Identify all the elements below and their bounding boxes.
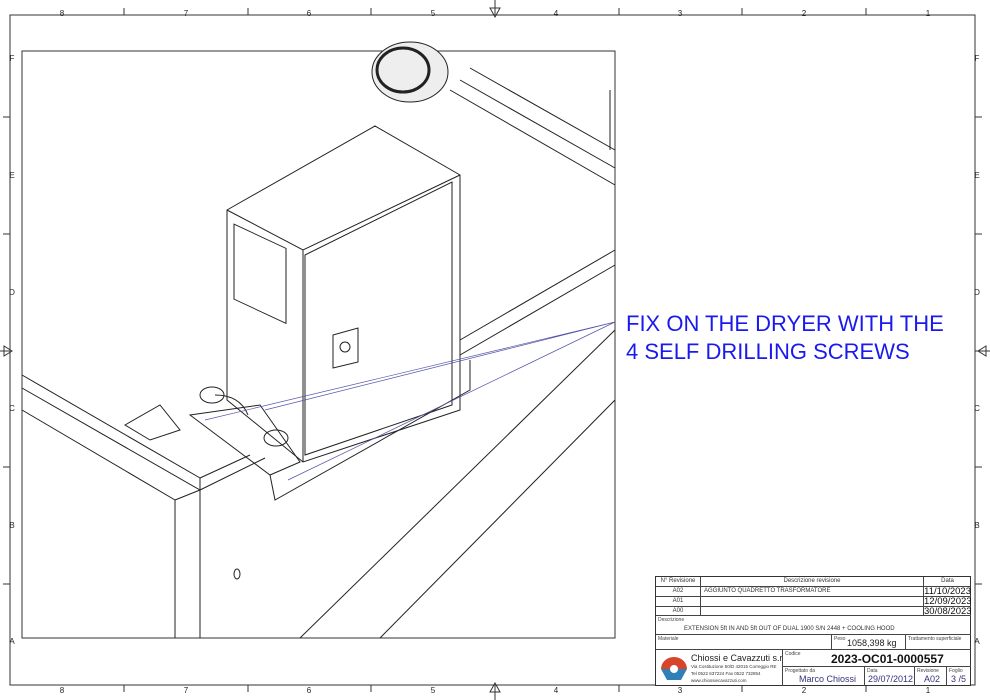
weight-value: 1058,398 kg [847,638,897,648]
designer-value: Marco Chiossi [799,674,857,684]
drawing-code: 2023-OC01-0000557 [831,652,944,666]
weight-cell: Peso 1058,398 kg [832,635,906,650]
company-name: Chiossi e Cavazzuti s.r.l. [691,653,783,663]
rev-date: 12/09/2023 [924,597,971,607]
col-label: 3 [677,9,683,18]
sheet-cell: Foglio 3 /5 [947,667,971,686]
note-line-1: FIX ON THE DRYER WITH THE [626,311,944,336]
company-phone: Tel 0522 637224 Fax 0522 732854 [691,671,761,676]
material-cell: Materiale [656,635,832,650]
revision-label: Revisione [917,668,939,674]
weight-label: Peso [834,636,846,642]
col-label: 4 [553,9,559,18]
revision-value: A02 [924,674,941,684]
description-label: Descrizione [658,617,685,623]
col-label: 5 [430,686,436,695]
col-label: 6 [306,9,312,18]
col-label: 4 [553,686,559,695]
company-address: Via Costituzione 50/D 42015 Correggio RE [691,664,777,669]
sheet-label: Foglio [949,668,963,674]
rev-code: A00 [656,607,701,616]
row-label: B [9,521,15,530]
sheet-value: 3 /5 [951,674,967,684]
date-header: Data [924,577,971,587]
rev-desc: AGGIUNTO QUADRETTO TRASFORMATORE [701,587,924,597]
description-value: EXTENSION 5ft IN AND 5ft OUT OF DUAL 190… [684,626,895,632]
rev-header: N° Revisione [656,577,701,587]
col-label: 7 [183,9,189,18]
material-label: Materiale [658,636,679,642]
company-logo-icon [661,657,687,680]
row-label: A [9,637,15,646]
row-label: A [974,637,980,646]
col-label: 8 [59,9,65,18]
row-label: E [974,171,980,180]
col-label: 2 [801,686,807,695]
row-label: F [9,54,15,63]
grid-ticks [3,8,982,692]
desc-header: Descrizione revisione [701,577,924,587]
row-label: C [9,404,15,413]
col-label: 5 [430,9,436,18]
row-label: B [974,521,980,530]
rev-code: A02 [656,587,701,597]
col-label: 2 [801,9,807,18]
row-label: C [974,404,980,413]
row-label: D [9,288,15,297]
rev-code: A01 [656,597,701,607]
col-label: 3 [677,686,683,695]
title-block: N° Revisione Descrizione revisione Data … [655,576,971,686]
rev-desc [701,597,924,607]
surface-treatment-label: Trattamento superficiale [908,636,962,642]
code-cell: Codice 2023-OC01-0000557 [783,650,971,667]
date-label: Data [867,668,878,674]
assembly-note: FIX ON THE DRYER WITH THE 4 SELF DRILLIN… [626,310,944,366]
note-line-2: 4 SELF DRILLING SCREWS [626,339,910,364]
rev-desc [701,607,924,616]
designer-cell: Progettato da Marco Chiossi [783,667,865,686]
row-label: E [9,171,15,180]
col-label: 1 [925,9,931,18]
surface-treatment-cell: Trattamento superficiale [906,635,971,650]
designer-label: Progettato da [785,668,816,674]
revision-cell: Revisione A02 [915,667,947,686]
col-label: 7 [183,686,189,695]
rev-date: 11/10/2023 [924,587,971,597]
rev-date: 30/08/2023 [924,607,971,616]
date-value: 29/07/2012 [868,674,914,684]
description-cell: Descrizione EXTENSION 5ft IN AND 5ft OUT… [656,616,971,635]
col-label: 1 [925,686,931,695]
company-website: www.chiossiecavazzuti.com [691,678,747,683]
col-label: 6 [306,686,312,695]
row-label: D [974,288,980,297]
date-cell: Data 29/07/2012 [865,667,915,686]
col-label: 8 [59,686,65,695]
row-label: F [974,54,980,63]
company-cell: Chiossi e Cavazzuti s.r.l. Via Costituzi… [656,650,783,686]
code-label: Codice [785,651,801,657]
isometric-view [21,41,616,639]
